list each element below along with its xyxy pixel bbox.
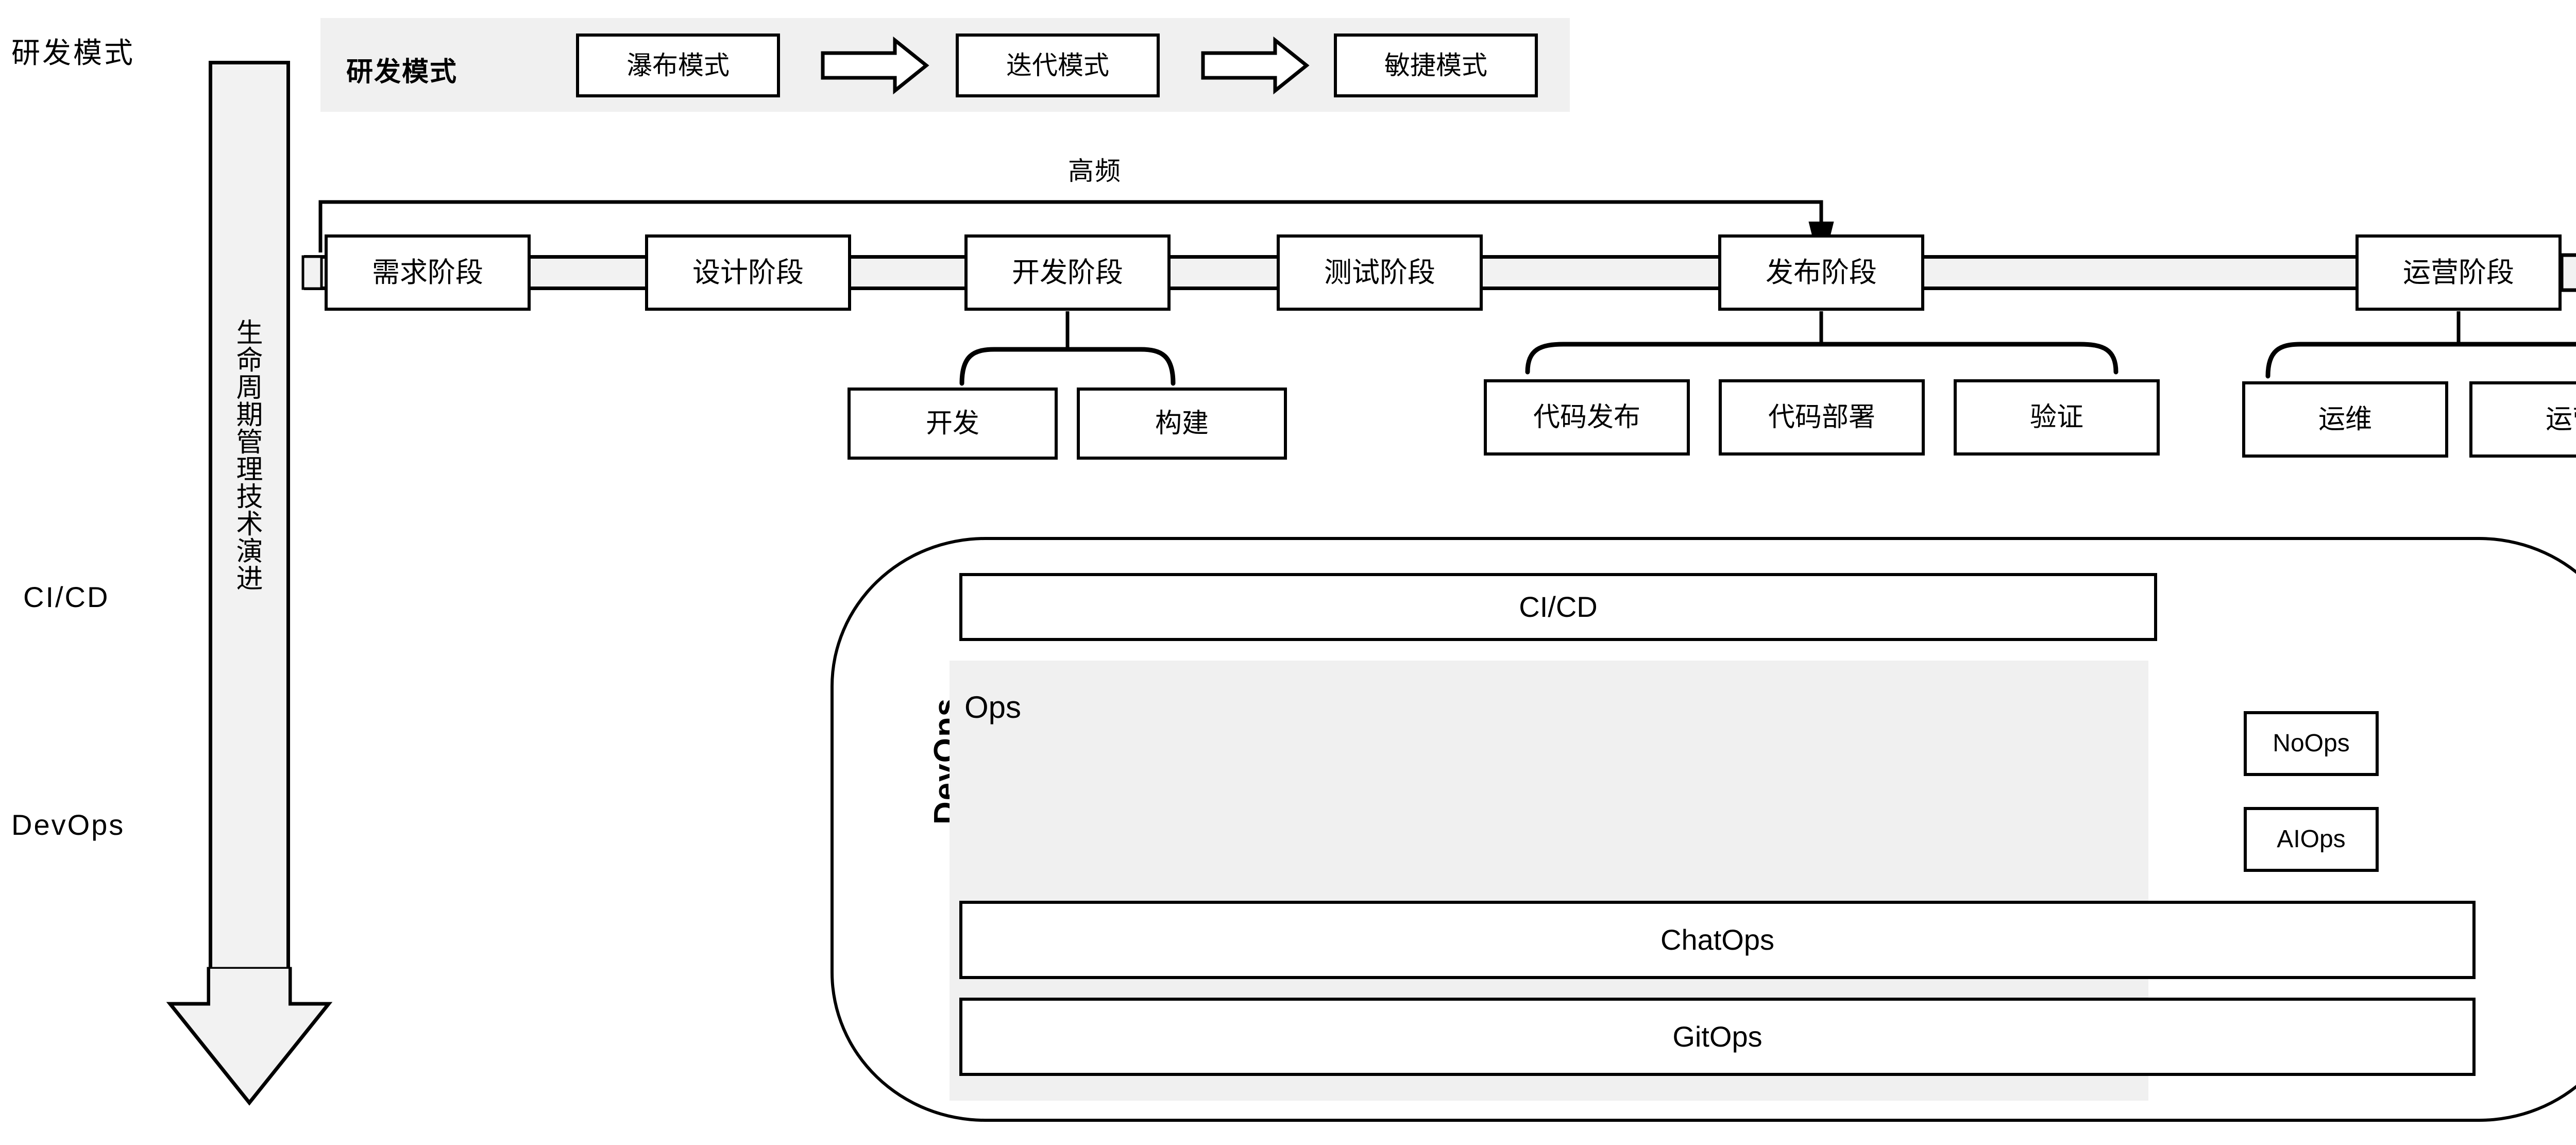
ops-item-gitops[interactable]: GitOps bbox=[959, 998, 2476, 1076]
pipeline-stage-design[interactable]: 设计阶段 bbox=[645, 234, 851, 311]
sub-box-build[interactable]: 构建 bbox=[1077, 388, 1287, 460]
pipeline-stage-operate[interactable]: 运营阶段 bbox=[2355, 234, 2562, 311]
sub-box-ops-operations-label: 运营 bbox=[2545, 403, 2576, 435]
ops-item-chatops[interactable]: ChatOps bbox=[959, 901, 2476, 979]
mode-box-waterfall[interactable]: 瀑布模式 bbox=[576, 33, 780, 97]
pipeline-stage-operate-label: 运营阶段 bbox=[2403, 256, 2514, 289]
sub-box-code-release-label: 代码发布 bbox=[1533, 401, 1640, 433]
pipeline-stage-design-label: 设计阶段 bbox=[692, 256, 804, 289]
cicd-bar-label: CI/CD bbox=[1519, 590, 1598, 623]
sub-box-code-deploy-label: 代码部署 bbox=[1768, 401, 1875, 433]
pipeline-stage-release-label: 发布阶段 bbox=[1766, 256, 1877, 289]
pipeline-stage-requirements-label: 需求阶段 bbox=[372, 256, 483, 289]
pipeline-stage-develop-label: 开发阶段 bbox=[1012, 256, 1123, 289]
pipeline-stage-requirements[interactable]: 需求阶段 bbox=[325, 234, 531, 311]
ops-item-chatops-label: ChatOps bbox=[1660, 923, 1774, 956]
sub-box-ops-operations[interactable]: 运营 bbox=[2469, 381, 2576, 458]
pipeline-stage-develop[interactable]: 开发阶段 bbox=[964, 234, 1171, 311]
sub-box-build-label: 构建 bbox=[1155, 408, 1209, 439]
sub-box-code-deploy[interactable]: 代码部署 bbox=[1719, 379, 1925, 456]
pipeline-stage-test-label: 测试阶段 bbox=[1324, 256, 1435, 289]
sub-box-ops-maintenance-label: 运维 bbox=[2318, 403, 2372, 435]
axis-label-cicd: CI/CD bbox=[23, 581, 110, 613]
ops-item-noops-label: NoOps bbox=[2273, 729, 2350, 757]
mode-box-waterfall-label: 瀑布模式 bbox=[626, 50, 730, 80]
sub-box-develop[interactable]: 开发 bbox=[848, 388, 1058, 460]
mode-box-agile[interactable]: 敏捷模式 bbox=[1334, 33, 1538, 97]
pipeline-stage-release[interactable]: 发布阶段 bbox=[1718, 234, 1924, 311]
pipeline-stage-test[interactable]: 测试阶段 bbox=[1277, 234, 1483, 311]
evolution-arrow-shaft bbox=[209, 61, 290, 1007]
ops-item-aiops[interactable]: AIOps bbox=[2244, 807, 2379, 872]
evolution-arrow-label: 生命周期管理技术演进 bbox=[231, 318, 263, 592]
dev-mode-strip-title: 研发模式 bbox=[346, 57, 458, 88]
ops-item-noops[interactable]: NoOps bbox=[2244, 711, 2379, 776]
feedback-label: 高频 bbox=[1068, 156, 1122, 186]
ops-item-gitops-label: GitOps bbox=[1672, 1020, 1762, 1053]
mode-box-iterative-label: 迭代模式 bbox=[1006, 50, 1109, 80]
sub-box-code-release[interactable]: 代码发布 bbox=[1484, 379, 1690, 456]
mode-box-iterative[interactable]: 迭代模式 bbox=[956, 33, 1160, 97]
axis-label-dev-mode: 研发模式 bbox=[11, 37, 135, 70]
sub-box-ops-maintenance[interactable]: 运维 bbox=[2242, 381, 2448, 458]
devops-container bbox=[831, 537, 2576, 1122]
cicd-bar[interactable]: CI/CD bbox=[959, 573, 2157, 641]
ops-item-aiops-label: AIOps bbox=[2277, 825, 2346, 853]
mode-box-agile-label: 敏捷模式 bbox=[1384, 50, 1487, 80]
sub-box-verify-label: 验证 bbox=[2029, 401, 2083, 433]
ops-region-label: Ops bbox=[964, 690, 1022, 725]
axis-label-devops: DevOps bbox=[11, 809, 125, 841]
sub-box-verify[interactable]: 验证 bbox=[1954, 379, 2160, 456]
sub-box-develop-label: 开发 bbox=[925, 408, 979, 439]
